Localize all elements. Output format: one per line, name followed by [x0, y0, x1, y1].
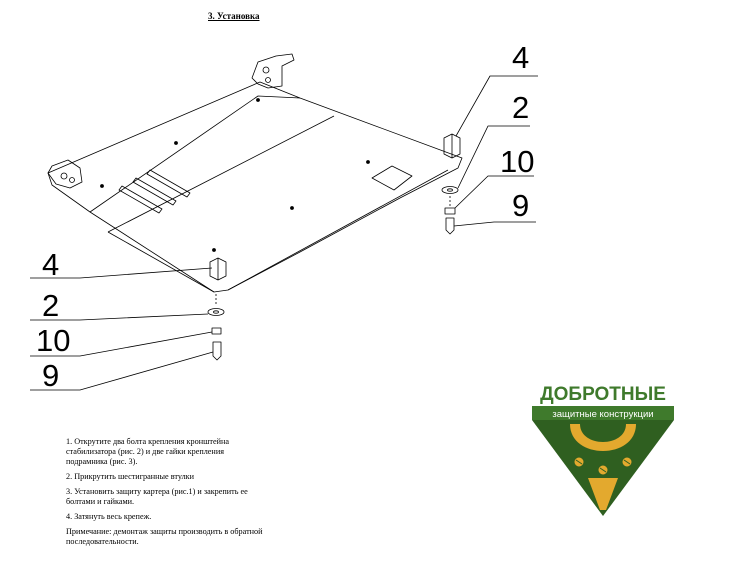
callout-right-10: 10 [500, 144, 534, 179]
instruction-step: 2. Прикрутить шестигранные втулки [66, 472, 195, 481]
mount-hole [256, 98, 260, 102]
mount-hole [290, 206, 294, 210]
instruction-step: 4. Затянуть весь крепеж. [66, 512, 152, 521]
logo-bolt-icon [588, 478, 618, 510]
logo-brand-text: ДОБРОТНЫЕ [540, 384, 666, 405]
callout-left-2: 2 [42, 288, 59, 323]
bracket-hole [69, 177, 75, 183]
callout-right-2: 2 [512, 90, 529, 125]
washer-right [441, 186, 459, 194]
bolt-left [212, 341, 222, 361]
vent-slot [132, 177, 177, 206]
leader-left-9 [30, 351, 214, 391]
rear-mount-bracket [251, 53, 295, 89]
mount-hole [100, 184, 104, 188]
brand-logo: ДОБРОТНЫЕ защитные конструкции [532, 384, 674, 516]
mount-hole [174, 141, 178, 145]
logo-banner [532, 406, 674, 420]
leader-left-2 [30, 313, 209, 321]
logo-tagline-text: защитные конструкции [552, 409, 653, 420]
mount-hole [212, 248, 216, 252]
leader-left-4 [30, 267, 213, 279]
service-hatch [371, 165, 413, 191]
leader-right-10 [454, 175, 534, 209]
washer-left [207, 308, 225, 316]
bracket-hole [262, 66, 270, 74]
instruction-step: 3. Установить защиту картера (рис.1) и з… [66, 487, 248, 506]
plate-fold-line [227, 169, 449, 291]
plate-fold-line [89, 95, 301, 213]
lock-washer-left [211, 327, 222, 335]
mount-hole [366, 160, 370, 164]
plate-fold-line [107, 115, 335, 233]
callout-left-4: 4 [42, 247, 59, 282]
callout-right-9: 9 [512, 188, 529, 223]
installation-instructions: 1. Открутите два болта крепления кронште… [66, 437, 266, 552]
logo-horseshoe-icon [570, 424, 636, 451]
leader-right-4 [455, 75, 538, 137]
callout-left-9: 9 [42, 358, 59, 393]
vent-slot [118, 185, 163, 214]
bolt-right [445, 217, 455, 235]
leader-left-10 [30, 331, 213, 357]
callout-left-10: 10 [36, 323, 70, 358]
callout-right-4: 4 [512, 40, 529, 75]
instruction-step: 1. Открутите два болта крепления кронште… [66, 437, 229, 466]
skid-plate-outline [47, 81, 463, 293]
lock-washer-right [444, 207, 456, 215]
leader-right-2 [457, 125, 530, 189]
bracket-hole [60, 172, 68, 180]
bracket-hole [265, 77, 271, 83]
plate-fold-line [107, 231, 215, 293]
left-mount-bracket [47, 159, 83, 189]
instruction-note: Примечание: демонтаж защиты производить … [66, 527, 263, 546]
leader-right-9 [453, 221, 536, 227]
section-title: 3. Установка [208, 11, 260, 21]
vent-slot [146, 169, 191, 198]
